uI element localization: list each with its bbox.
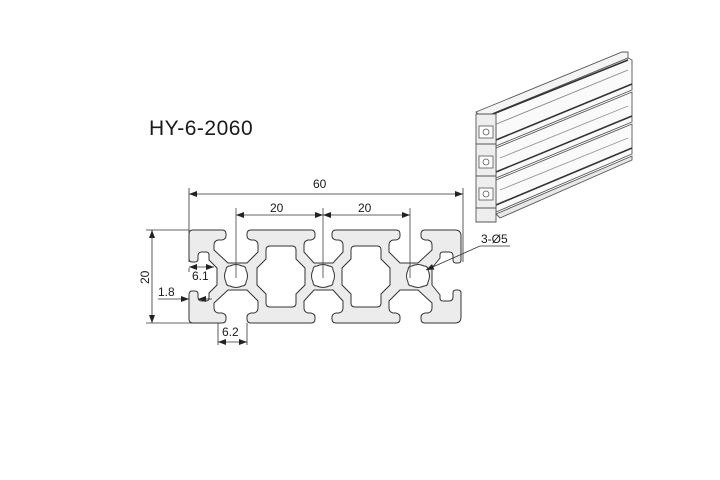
profile-cross-section: [188, 229, 462, 324]
dim-overall-width: 60: [313, 177, 327, 191]
dim-overall-height: 20: [138, 270, 152, 284]
dim-center-holes: 3-Ø5: [481, 232, 508, 246]
profile-model-title: HY-6-2060: [149, 117, 254, 140]
dim-slot-depth: 6.1: [192, 269, 209, 283]
dim-slot-width: 6.2: [222, 325, 239, 339]
center-hole-3: [406, 264, 430, 288]
dim-lip-thickness: 1.8: [158, 285, 175, 299]
dim-pitch-1: 20: [270, 201, 284, 215]
dimension-lines: [146, 188, 510, 345]
isometric-profile-view: [475, 51, 633, 223]
dim-pitch-2: 20: [358, 201, 372, 215]
center-lines: [235, 208, 411, 278]
